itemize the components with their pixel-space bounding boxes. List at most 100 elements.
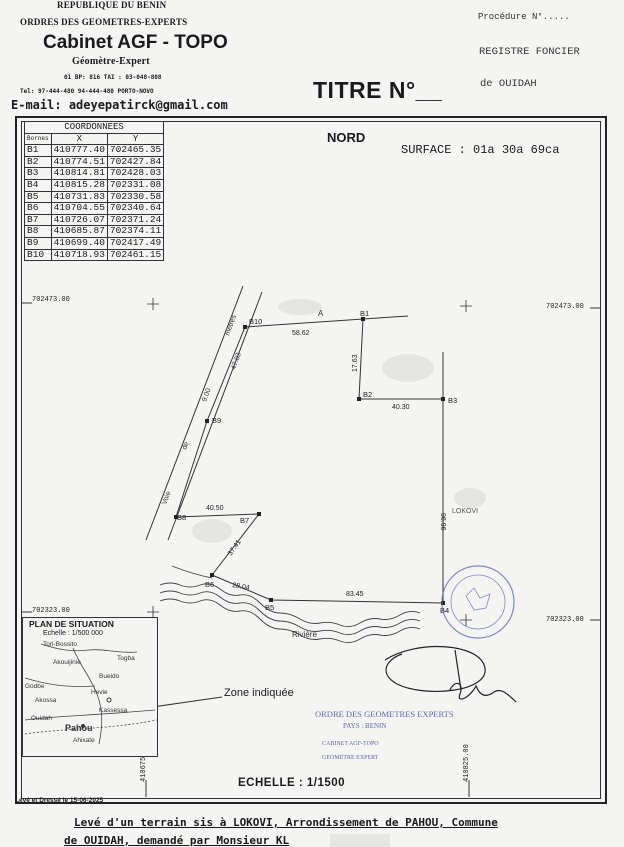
procedure-label: Procédure N°.....	[478, 12, 570, 22]
borne-label-b8: B8	[177, 513, 186, 522]
situation-towns: Tori-Bossito Akouijinie Togba Bueido Hev…	[25, 641, 135, 744]
town-label: Kassessa	[99, 707, 128, 714]
north-label: NORD	[327, 130, 366, 145]
plan-outer-frame	[15, 116, 607, 804]
footer-line-1: Levé d'un terrain sis à LOKOVI, Arrondis…	[74, 816, 498, 829]
country-label: REPUBLIQUE DU BENIN	[57, 0, 167, 10]
grid-cross	[147, 606, 159, 618]
town-label: Togba	[117, 655, 135, 662]
y-cell: 702427.84	[106, 155, 165, 169]
cabinet-name: Cabinet AGF - TOPO	[43, 32, 228, 53]
borne-marker-b7	[257, 512, 261, 516]
borne-label-b10: B10	[249, 317, 262, 326]
neighbor-a-label: A	[318, 309, 324, 318]
borne-marker-b10	[243, 325, 247, 329]
profession-label: Géomètre-Expert	[72, 56, 150, 67]
grid-cross	[460, 614, 472, 626]
col-y: Y	[106, 132, 165, 146]
borne-marker-b8	[174, 515, 178, 519]
situation-scale: Echelle : 1/500 000	[43, 630, 103, 637]
zone-indicator-label: Zone indiquée	[224, 687, 294, 699]
x-cell: 410814.81	[50, 167, 108, 180]
situation-road	[24, 709, 156, 721]
borne-label-b2: B2	[363, 390, 372, 399]
redacted-patch	[454, 488, 486, 508]
neighbor-line	[362, 315, 409, 320]
distance-b3-b4: 96.96	[439, 513, 446, 531]
borne-label-b5: B5	[265, 603, 274, 612]
y-cell: 702428.03	[106, 167, 165, 180]
road-label-voie: Voie	[161, 490, 172, 505]
tel-line: Tel: 97-444-480 94-444-480 PORTO-NOVO	[20, 88, 154, 95]
borne-label-b4: B4	[440, 606, 449, 615]
river-line	[159, 598, 421, 644]
river-bank	[171, 565, 213, 579]
borne-marker-b3	[441, 397, 445, 401]
borne-marker-b2	[357, 397, 361, 401]
grid-cross	[147, 298, 159, 310]
distance-b2-b3: 40.30	[392, 404, 410, 411]
stamp-ring-inner	[450, 574, 506, 630]
river-line	[159, 582, 421, 628]
email-line: E-mail: adeyepatirck@gmail.com	[11, 98, 228, 112]
scale-label: ECHELLE : 1/1500	[238, 777, 346, 789]
y-cell: 702371.24	[106, 213, 165, 227]
stamp-line-2: PAYS : BENIN	[343, 722, 387, 730]
road-labels: mètres 9.00 de Voie 47.83	[161, 314, 243, 506]
redacted-patch	[192, 519, 232, 543]
grid-crosses	[147, 298, 472, 626]
y-cell: 702465.35	[106, 144, 165, 157]
col-borne: Bornes	[24, 132, 52, 146]
grid-label-top-left: 702473.00	[32, 296, 70, 304]
situation-map-drawing: Tori-Bossito Akouijinie Togba Bueido Hev…	[24, 641, 157, 745]
town-label: Akouijinie	[53, 659, 81, 666]
y-cell: 702331.08	[106, 178, 165, 192]
situation-road	[72, 647, 103, 745]
registre-lieu: de OUIDAH	[480, 78, 537, 90]
stamp-emblem	[465, 587, 491, 611]
river-label: Rivière	[292, 630, 317, 639]
y-cell: 702461.15	[106, 248, 165, 262]
borne-marker-b5	[269, 598, 273, 602]
borne-cell: B9	[24, 236, 52, 250]
y-cell: 702374.11	[106, 225, 165, 238]
borne-cell: B1	[24, 144, 52, 157]
stamp-line-1: ORDRE DES GEOMETRES EXPERTS	[315, 709, 454, 719]
stamp-line-4: GEOMETRE EXPERT	[322, 755, 379, 761]
borne-label-b6: B6	[205, 580, 214, 589]
distance-b9-b10: 47.83	[230, 352, 243, 371]
borne-marker-b9	[205, 419, 209, 423]
river-line	[159, 590, 421, 636]
situation-roads	[24, 643, 157, 745]
y-cell: 702330.58	[106, 190, 165, 204]
borne-label-b9: B9	[212, 416, 221, 425]
footer-line-2: de OUIDAH, demandé par Monsieur KL	[64, 834, 290, 847]
borne-marker-b6	[210, 573, 214, 577]
signature-stroke	[384, 646, 486, 693]
situation-road	[40, 643, 138, 653]
signature	[384, 646, 517, 703]
town-label: Ouidah	[31, 715, 52, 722]
plan-inner-frame	[21, 121, 601, 799]
river	[159, 565, 421, 644]
redacted-name	[330, 834, 390, 847]
road-edge-right	[167, 291, 263, 541]
y-cell: 702340.64	[106, 202, 165, 215]
x-cell: 410704.55	[50, 202, 108, 215]
town-label: Ahixate	[73, 737, 95, 744]
borne-marker-b4	[441, 601, 445, 605]
stamp-line-3: CABINET AGF-TOPO	[322, 741, 379, 747]
distance-b1-b2: 17.63	[352, 354, 359, 372]
road-edge-left	[145, 285, 244, 541]
borne-label-b1: B1	[360, 309, 369, 318]
table-caption: COORDONNEES	[23, 121, 165, 134]
redacted-patch	[382, 354, 434, 382]
table-caption-row: COORDONNEES	[23, 121, 165, 134]
